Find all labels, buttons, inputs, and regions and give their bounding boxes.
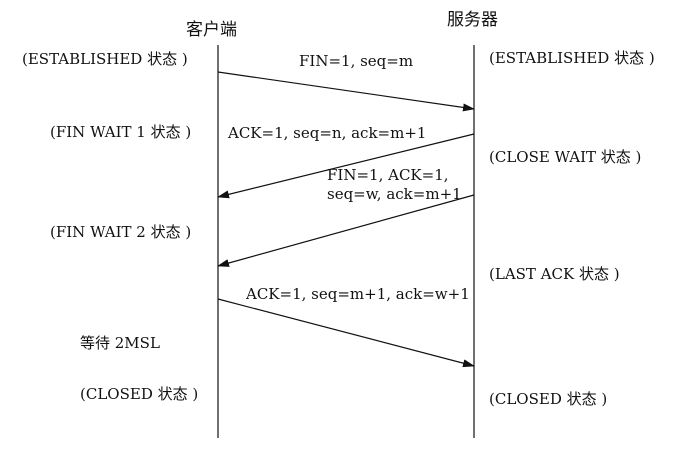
message-final-ack: ACK=1, seq=m+1, ack=w+1 [246, 285, 470, 303]
message-fin: FIN=1, seq=m [299, 52, 414, 70]
arrow-final-ack-client-to-server [217, 298, 475, 368]
client-state-closed: (CLOSED 状态 ) [80, 385, 199, 403]
server-state-close-wait: (CLOSE WAIT 状态 ) [489, 148, 642, 166]
arrow-fin-ack-server-to-client [217, 194, 475, 267]
server-state-last-ack: (LAST ACK 状态 ) [489, 265, 620, 283]
client-wait-2msl: 等待 2MSL [80, 334, 160, 352]
client-title: 客户端 [186, 20, 237, 40]
client-state-established: (ESTABLISHED 状态 ) [22, 50, 188, 68]
arrow-fin-client-to-server [217, 71, 475, 112]
server-state-established: (ESTABLISHED 状态 ) [489, 49, 655, 67]
message-fin-ack-line2: seq=w, ack=m+1 [327, 185, 462, 203]
client-state-fin-wait-2: (FIN WAIT 2 状态 ) [50, 223, 192, 241]
message-fin-ack-line1: FIN=1, ACK=1, [327, 166, 449, 184]
message-ack: ACK=1, seq=n, ack=m+1 [228, 124, 427, 142]
server-state-closed: (CLOSED 状态 ) [489, 390, 608, 408]
arrow-ack-server-to-client [217, 133, 475, 199]
server-title: 服务器 [447, 10, 498, 30]
client-state-fin-wait-1: (FIN WAIT 1 状态 ) [50, 123, 192, 141]
